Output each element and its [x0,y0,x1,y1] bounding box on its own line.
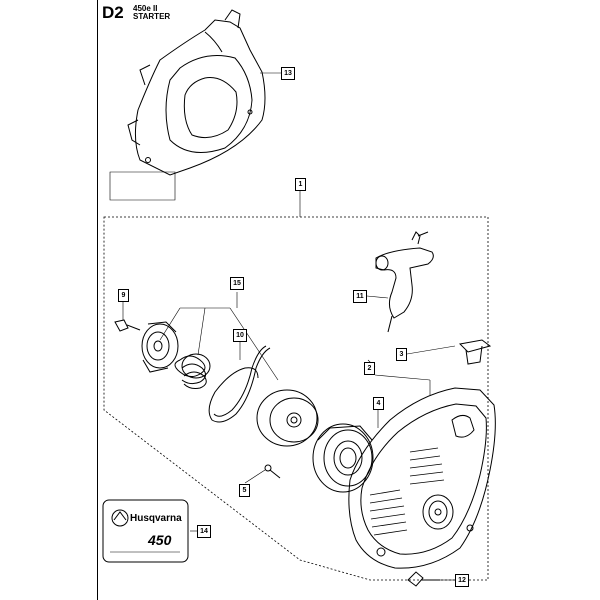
page-left-border [97,0,98,600]
leader-lines [122,72,456,581]
cover-vents [369,447,445,536]
callout-15: 15 [230,277,244,290]
callout-2: 2 [364,362,375,375]
callout-4: 4 [373,397,384,410]
callout-1: 1 [295,178,306,191]
rope-guide-drawing [458,339,492,365]
decal-model: 450 [147,532,172,548]
starter-handle-drawing [375,231,434,333]
screw-5-drawing [264,464,281,479]
starter-cover-drawing [348,387,496,569]
callout-11: 11 [353,290,367,303]
page-code: D2 [102,3,124,22]
cover-logo-emblem [422,494,454,530]
callout-9: 9 [118,289,129,302]
callout-3: 3 [396,348,407,361]
pulley-assembly-drawing [141,321,179,373]
fan-housing-drawing [127,9,266,176]
spring-coil-drawing [174,353,211,389]
rope-pulley-drawing [256,389,319,447]
starter-rope-drawing [208,345,271,423]
spring-cassette-drawing [312,423,374,493]
callout-13: 13 [281,67,295,80]
decal-drawing: Husqvarna 450 [102,499,189,563]
decal-brand: Husqvarna [130,513,182,524]
housing-gasket-outline [109,171,176,201]
screw-12-drawing [407,571,440,587]
model-name: 450e II [133,4,158,13]
callout-14: 14 [197,525,211,538]
callout-10: 10 [233,329,247,342]
screw-9-drawing [114,319,141,332]
section-title: STARTER [133,12,171,21]
assembly-outline [103,216,489,581]
callout-12: 12 [455,574,469,587]
callout-5: 5 [239,484,250,497]
